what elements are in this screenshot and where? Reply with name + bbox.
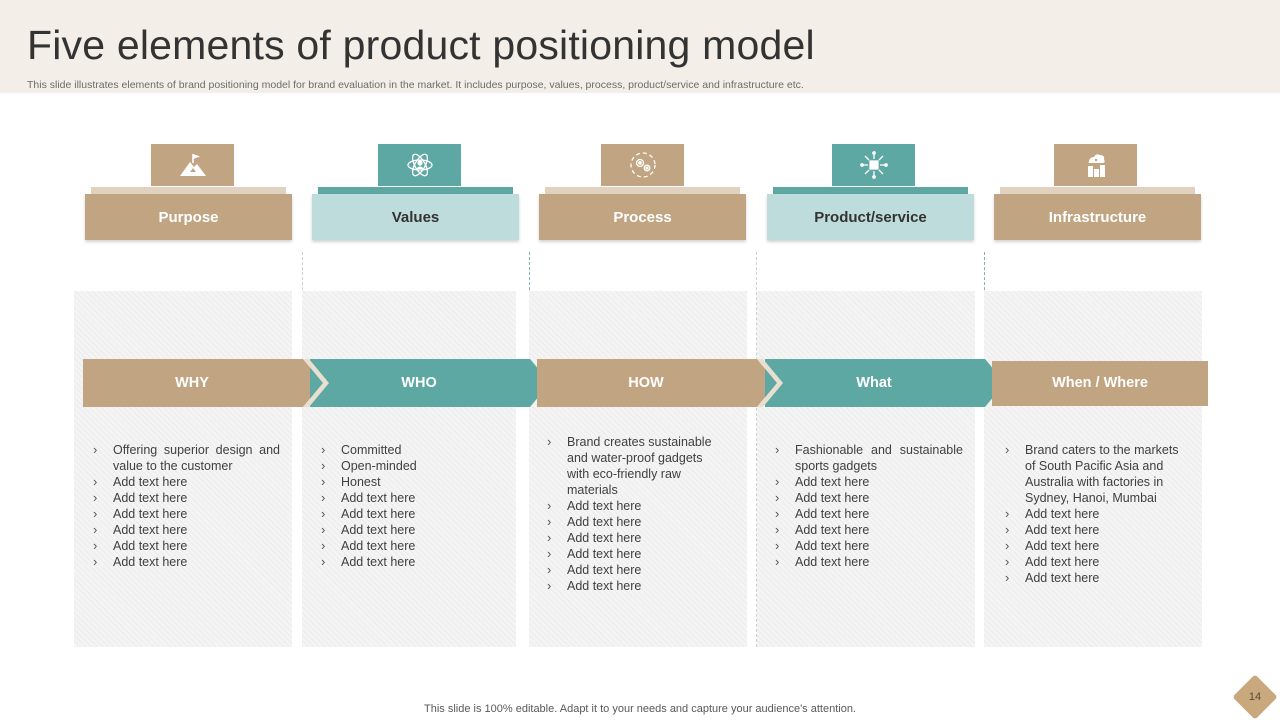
list-infrastructure: Brand caters to the markets of South Pac… xyxy=(1005,442,1189,586)
list-item: Offering superior design and value to th… xyxy=(93,442,280,474)
list-item: Add text here xyxy=(547,578,727,594)
gears-cycle-icon xyxy=(629,152,656,178)
heading-product-service: Product/service xyxy=(767,194,974,240)
arrow-why-shape xyxy=(83,359,323,407)
icon-box xyxy=(1054,144,1137,186)
arrow-what: What xyxy=(765,359,983,407)
arrow-who-label: WHO xyxy=(401,375,437,391)
arrow-what-label: What xyxy=(856,375,892,391)
list-product-service: Fashionable and sustainable sports gadge… xyxy=(775,442,963,570)
list-process: Brand creates sustainable and water-proo… xyxy=(547,434,727,594)
list-item: Open-minded xyxy=(321,458,508,474)
arrow-why: WHY xyxy=(83,359,301,407)
icon-box xyxy=(378,144,461,186)
list-item: Add text here xyxy=(547,514,727,530)
column-divider xyxy=(756,252,757,647)
chip-network-icon xyxy=(859,151,888,179)
list-item: Add text here xyxy=(321,522,508,538)
list-item: Add text here xyxy=(547,498,727,514)
heading-ledge xyxy=(545,187,740,195)
list-item: Add text here xyxy=(321,554,508,570)
heading-infrastructure: Infrastructure xyxy=(994,194,1201,240)
arrow-when-where-shape xyxy=(992,361,1208,406)
atom-person-icon xyxy=(406,153,433,177)
list-item: Add text here xyxy=(775,490,963,506)
list-values: Committed Open-minded Honest Add text he… xyxy=(321,442,508,570)
heading-process: Process xyxy=(539,194,746,240)
list-item: Add text here xyxy=(321,538,508,554)
list-item: Committed xyxy=(321,442,508,458)
heading-values: Values xyxy=(312,194,519,240)
list-item: Add text here xyxy=(547,530,727,546)
list-item: Add text here xyxy=(93,474,280,490)
list-purpose: Offering superior design and value to th… xyxy=(93,442,280,570)
list-item: Add text here xyxy=(547,546,727,562)
list-item: Add text here xyxy=(93,554,280,570)
cloud-buildings-icon xyxy=(1087,154,1105,177)
arrow-why-label: WHY xyxy=(175,375,209,391)
page-subtitle: This slide illustrates elements of brand… xyxy=(27,79,804,91)
heading-ledge xyxy=(91,187,286,195)
list-item: Add text here xyxy=(321,506,508,522)
list-item: Add text here xyxy=(1005,538,1189,554)
mountain-flag-icon xyxy=(179,154,206,176)
arrow-who: WHO xyxy=(310,359,528,407)
list-item: Add text here xyxy=(775,554,963,570)
list-item: Honest xyxy=(321,474,508,490)
list-item: Add text here xyxy=(547,562,727,578)
icon-box xyxy=(832,144,915,186)
header-band xyxy=(0,0,1280,93)
list-item: Add text here xyxy=(1005,554,1189,570)
list-item: Add text here xyxy=(93,538,280,554)
arrow-how: HOW xyxy=(537,359,755,407)
footer-note: This slide is 100% editable. Adapt it to… xyxy=(424,703,856,715)
list-item: Brand caters to the markets of South Pac… xyxy=(1005,442,1189,506)
list-item: Brand creates sustainable and water-proo… xyxy=(547,434,727,498)
heading-ledge xyxy=(318,187,513,195)
list-item: Add text here xyxy=(775,506,963,522)
page-number: 14 xyxy=(1248,691,1262,703)
heading-ledge xyxy=(773,187,968,195)
arrow-when-where-label: When / Where xyxy=(1052,375,1148,391)
list-item: Add text here xyxy=(775,538,963,554)
list-item: Add text here xyxy=(93,522,280,538)
arrow-when-where: When / Where xyxy=(992,359,1208,407)
page-title: Five elements of product positioning mod… xyxy=(27,22,815,68)
list-item: Add text here xyxy=(321,490,508,506)
list-item: Add text here xyxy=(93,490,280,506)
list-item: Add text here xyxy=(1005,522,1189,538)
arrow-what-shape xyxy=(765,359,1005,407)
heading-ledge xyxy=(1000,187,1195,195)
list-item: Add text here xyxy=(775,474,963,490)
list-item: Add text here xyxy=(93,506,280,522)
icon-box xyxy=(151,144,234,186)
list-item: Add text here xyxy=(1005,570,1189,586)
arrow-who-shape xyxy=(310,359,550,407)
arrow-how-shape xyxy=(537,359,777,407)
heading-purpose: Purpose xyxy=(85,194,292,240)
arrow-how-label: HOW xyxy=(628,375,664,391)
list-item: Fashionable and sustainable sports gadge… xyxy=(775,442,963,474)
list-item: Add text here xyxy=(775,522,963,538)
list-item: Add text here xyxy=(1005,506,1189,522)
icon-box xyxy=(601,144,684,186)
